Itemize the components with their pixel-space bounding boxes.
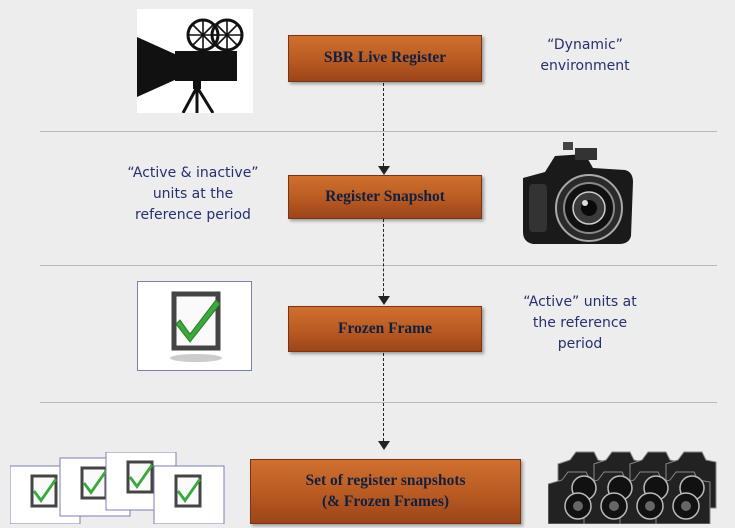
- note-line: “Dynamic”: [547, 37, 623, 53]
- checkbox-frames-stack-icon: [9, 451, 238, 525]
- arrowhead-2: [378, 296, 390, 305]
- divider-2: [40, 265, 717, 266]
- step-label: SBR Live Register: [323, 49, 447, 67]
- note-active-inactive-units: “Active & inactive” units at the referen…: [108, 163, 278, 226]
- arrowhead-3: [378, 441, 390, 450]
- step-frozen-frame: Frozen Frame: [288, 306, 482, 352]
- note-line: environment: [540, 58, 630, 74]
- film-camera-icon: [137, 9, 253, 114]
- note-line: the reference: [532, 315, 628, 331]
- note-dynamic-environment: “Dynamic” environment: [515, 35, 655, 77]
- connector-2: [383, 219, 384, 296]
- note-line: “Active” units at: [523, 294, 637, 310]
- note-line: units at the: [152, 186, 234, 202]
- connector-1: [383, 83, 384, 166]
- step-set-of-register-snapshots: Set of register snapshots (& Frozen Fram…: [250, 459, 521, 524]
- note-line: period: [557, 336, 603, 352]
- step-label: Frozen Frame: [338, 319, 432, 337]
- step-label: Register Snapshot: [325, 187, 445, 205]
- note-active-units: “Active” units at the reference period: [505, 292, 655, 355]
- step-sbr-live-register: SBR Live Register: [288, 35, 482, 82]
- photo-cameras-group-icon: [547, 448, 728, 525]
- divider-1: [40, 131, 717, 132]
- arrowhead-1: [378, 166, 390, 175]
- note-line: reference period: [135, 207, 251, 223]
- step-register-snapshot: Register Snapshot: [288, 175, 482, 219]
- connector-3: [383, 353, 384, 441]
- step-label-line2: (& Frozen Frames): [321, 492, 450, 510]
- note-line: “Active & inactive”: [127, 165, 259, 181]
- photo-camera-icon: [515, 140, 637, 252]
- step-label-line1: Set of register snapshots: [305, 472, 466, 490]
- checkbox-frame-icon: [137, 281, 252, 371]
- divider-3: [40, 402, 717, 403]
